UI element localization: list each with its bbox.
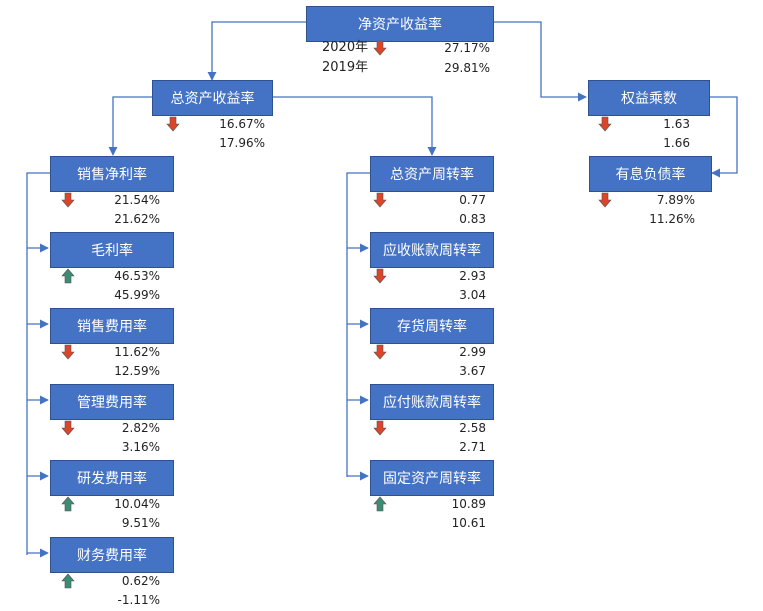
node-inventory-turnover: 存货周转率 xyxy=(370,308,494,344)
roa-current-value: 16.67% xyxy=(219,117,265,131)
receivable-turnover-current-value: 2.93 xyxy=(459,269,486,283)
finance-expense-current-value: 0.62% xyxy=(121,574,160,588)
up-arrow-icon xyxy=(373,496,387,512)
connector-equity-interest-debt xyxy=(710,96,738,178)
node-fixed-asset-turnover: 固定资产周转率 xyxy=(370,460,494,496)
connector-roa-net-margin xyxy=(108,96,152,156)
year-current-label: 2020年 xyxy=(322,40,369,55)
year-previous-label: 2019年 xyxy=(322,60,369,75)
payable-turnover-current-value: 2.58 xyxy=(459,421,486,435)
roe-current-value: 27.17% xyxy=(444,41,490,55)
down-arrow-icon xyxy=(61,344,75,360)
node-net-margin: 销售净利率 xyxy=(50,156,174,192)
equity-multiplier-previous-value: 1.66 xyxy=(663,136,690,150)
selling-expense-current-value: 11.62% xyxy=(114,345,160,359)
net-margin-previous-value: 21.62% xyxy=(114,212,160,226)
down-arrow-icon xyxy=(598,192,612,208)
node-receivable-turnover: 应收账款周转率 xyxy=(370,232,494,268)
selling-expense-previous-value: 12.59% xyxy=(114,364,160,378)
interest-debt-ratio-current-value: 7.89% xyxy=(656,193,695,207)
down-arrow-icon xyxy=(373,420,387,436)
up-arrow-icon xyxy=(61,268,75,284)
node-roa: 总资产收益率 xyxy=(152,80,273,116)
asset-turnover-previous-value: 0.83 xyxy=(459,212,486,226)
down-arrow-icon xyxy=(373,344,387,360)
connector-roe-roa xyxy=(207,21,306,81)
connector-net-margin-trunk xyxy=(26,172,50,555)
node-rnd-expense: 研发费用率 xyxy=(50,460,174,496)
connector-roe-equity-multiplier xyxy=(494,21,587,102)
connector-asset-turnover-trunk xyxy=(346,172,370,477)
asset-turnover-current-value: 0.77 xyxy=(459,193,486,207)
down-arrow-icon xyxy=(373,268,387,284)
gross-margin-previous-value: 45.99% xyxy=(114,288,160,302)
down-arrow-icon xyxy=(61,420,75,436)
payable-turnover-previous-value: 2.71 xyxy=(459,440,486,454)
admin-expense-previous-value: 3.16% xyxy=(121,440,160,454)
node-interest-debt-ratio: 有息负债率 xyxy=(589,156,712,192)
connector-roa-asset-turnover xyxy=(273,96,437,156)
node-selling-expense: 销售费用率 xyxy=(50,308,174,344)
up-arrow-icon xyxy=(61,573,75,589)
receivable-turnover-previous-value: 3.04 xyxy=(459,288,486,302)
roa-previous-value: 17.96% xyxy=(219,136,265,150)
down-arrow-icon xyxy=(373,192,387,208)
rnd-expense-current-value: 10.04% xyxy=(114,497,160,511)
node-equity-multiplier: 权益乘数 xyxy=(588,80,710,116)
down-arrow-icon xyxy=(598,116,612,132)
down-arrow-icon xyxy=(373,40,387,56)
node-finance-expense: 财务费用率 xyxy=(50,537,174,573)
interest-debt-ratio-previous-value: 11.26% xyxy=(649,212,695,226)
down-arrow-icon xyxy=(61,192,75,208)
node-roe: 净资产收益率 xyxy=(306,6,494,42)
up-arrow-icon xyxy=(61,496,75,512)
node-asset-turnover: 总资产周转率 xyxy=(370,156,494,192)
rnd-expense-previous-value: 9.51% xyxy=(121,516,160,530)
net-margin-current-value: 21.54% xyxy=(114,193,160,207)
node-payable-turnover: 应付账款周转率 xyxy=(370,384,494,420)
fixed-asset-turnover-current-value: 10.89 xyxy=(451,497,486,511)
inventory-turnover-current-value: 2.99 xyxy=(459,345,486,359)
admin-expense-current-value: 2.82% xyxy=(121,421,160,435)
fixed-asset-turnover-previous-value: 10.61 xyxy=(451,516,486,530)
node-gross-margin: 毛利率 xyxy=(50,232,174,268)
inventory-turnover-previous-value: 3.67 xyxy=(459,364,486,378)
roe-previous-value: 29.81% xyxy=(444,61,490,75)
finance-expense-previous-value: -1.11% xyxy=(117,593,160,607)
node-admin-expense: 管理费用率 xyxy=(50,384,174,420)
equity-multiplier-current-value: 1.63 xyxy=(663,117,690,131)
gross-margin-current-value: 46.53% xyxy=(114,269,160,283)
down-arrow-icon xyxy=(166,116,180,132)
